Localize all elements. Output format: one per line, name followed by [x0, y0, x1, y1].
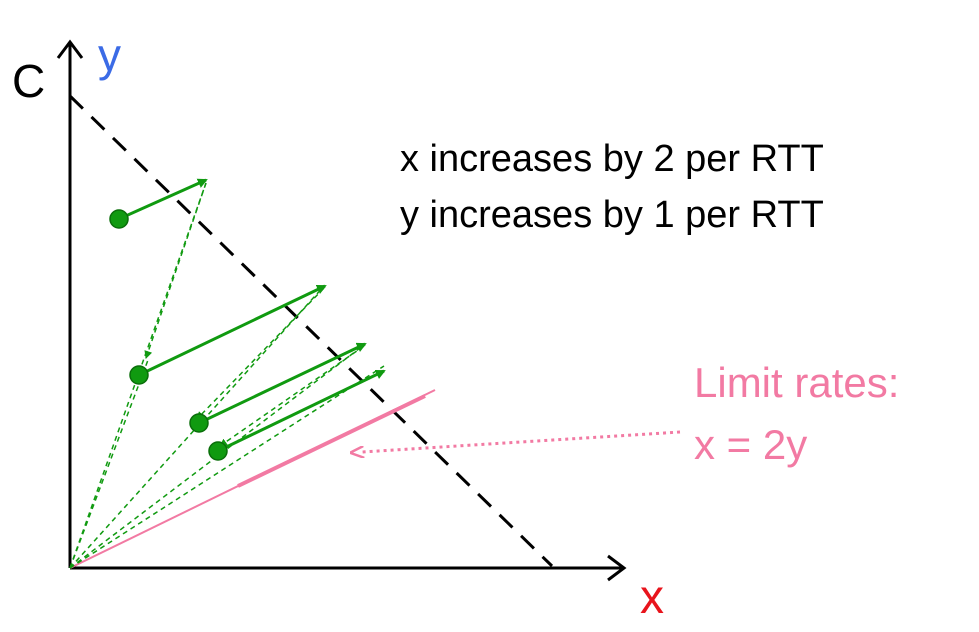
origin-dashed-line-1 [69, 359, 149, 569]
limit-rates-title: Limit rates: [694, 359, 900, 406]
capacity-label: C [12, 55, 46, 107]
capacity-line [68, 94, 554, 568]
x-axis-arrowhead [607, 554, 627, 582]
limit-line-thick [237, 394, 426, 488]
increase-arrow-3 [198, 342, 367, 425]
decrease-arrow-3 [219, 345, 365, 447]
operating-points [109, 209, 228, 461]
increase-arrow-2 [138, 284, 327, 377]
decrease-arrow-1 [144, 182, 207, 359]
origin-dashed-line-5 [69, 365, 385, 569]
increase-arrows [118, 178, 386, 453]
axes [56, 39, 627, 582]
y-axis-arrowhead [56, 39, 84, 59]
operating-point-4 [208, 441, 228, 461]
limit-rates-equation: x = 2y [694, 421, 808, 468]
operating-point-3 [189, 413, 209, 433]
limit-pointer-arrow [362, 430, 681, 452]
operating-point-1 [109, 209, 129, 229]
x-increase-rule: x increases by 2 per RTT [400, 138, 824, 180]
x-axis-label: x [640, 571, 664, 624]
operating-point-2 [129, 365, 149, 385]
y-increase-rule: y increases by 1 per RTT [400, 194, 824, 236]
decrease-lines [69, 182, 385, 569]
increase-arrow-1 [118, 178, 208, 221]
decrease-arrow-2 [196, 287, 325, 420]
limit-line [69, 389, 436, 569]
y-axis-label: y [98, 29, 121, 81]
increase-arrow-4 [217, 369, 386, 453]
